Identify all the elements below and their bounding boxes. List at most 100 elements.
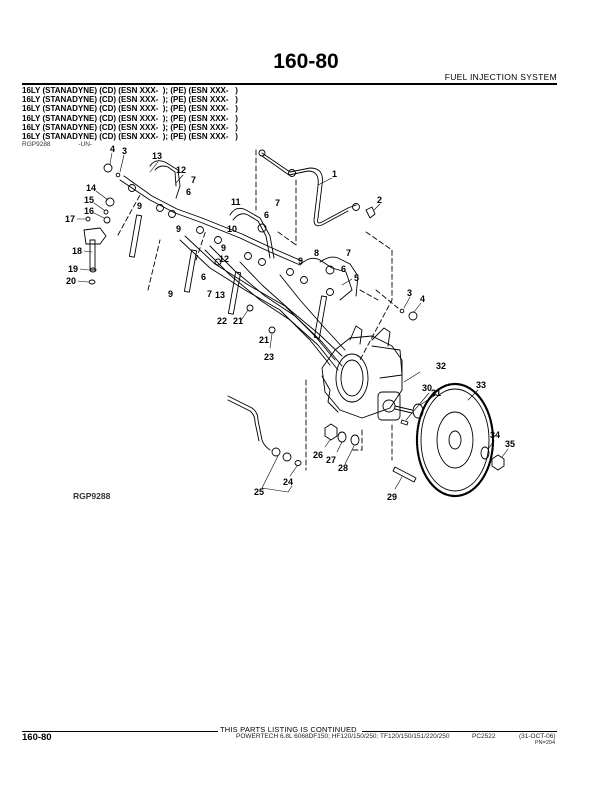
callout-26: 26 xyxy=(313,450,323,460)
fitting-14 xyxy=(105,197,115,207)
nozzle-body xyxy=(83,227,107,245)
pipe-11 xyxy=(229,207,275,259)
leader-line xyxy=(119,154,125,173)
pipe-11-b xyxy=(232,213,271,259)
alignment-line xyxy=(375,289,399,309)
callout-6: 6 xyxy=(186,187,191,197)
fuel-line-25 xyxy=(227,395,271,451)
leader-line xyxy=(317,177,333,186)
screw-17 xyxy=(85,216,91,222)
callout-7: 7 xyxy=(275,198,280,208)
injector xyxy=(227,271,242,315)
pipe-13 xyxy=(119,179,301,266)
figure-ref-id: RGP9288 xyxy=(22,141,51,148)
leader-line xyxy=(239,309,249,323)
callout-9: 9 xyxy=(298,256,303,266)
fitting xyxy=(258,149,266,157)
callout-32: 32 xyxy=(436,361,446,371)
alignment-line xyxy=(147,239,161,291)
clamp xyxy=(325,265,335,275)
stud-29 xyxy=(392,466,417,483)
pipe-12 xyxy=(149,160,181,199)
callout-13: 13 xyxy=(215,290,225,300)
leader-line xyxy=(261,455,293,493)
pipe-bundle xyxy=(209,245,343,367)
nut-4b xyxy=(408,311,418,321)
washer-28 xyxy=(350,434,360,446)
pipe-bundle xyxy=(239,261,343,357)
fitting xyxy=(288,169,296,177)
pipe-bundle xyxy=(184,235,336,361)
leader-line xyxy=(77,280,89,283)
leader-line xyxy=(394,476,403,490)
applicability-line: 16LY (STANADYNE) (CD) (ESN XXX- ); (PE) … xyxy=(22,86,238,95)
clamp-2 xyxy=(365,206,376,219)
pipe-bundle xyxy=(204,249,339,371)
callout-9: 9 xyxy=(137,201,142,211)
fitting xyxy=(300,276,308,284)
callout-4: 4 xyxy=(420,294,425,304)
clamp-21 xyxy=(246,304,254,312)
leader-line xyxy=(373,203,381,211)
applicability-line: 16LY (STANADYNE) (CD) (ESN XXX- ); (PE) … xyxy=(22,132,238,142)
callout-21: 21 xyxy=(233,316,243,326)
callout-9: 9 xyxy=(168,289,173,299)
callout-21: 21 xyxy=(259,335,269,345)
fitting xyxy=(286,268,294,276)
footer-pn: PN=204 xyxy=(535,740,556,746)
header-rule xyxy=(22,83,557,85)
callout-6: 6 xyxy=(341,264,346,274)
alignment-line xyxy=(359,231,393,361)
callout-9: 9 xyxy=(221,243,226,253)
leader-line xyxy=(289,465,298,477)
page-number: 160-80 xyxy=(273,50,339,73)
fitting xyxy=(168,210,176,218)
leader-line xyxy=(79,268,90,271)
pipe-bundle xyxy=(279,274,346,351)
callout-10: 10 xyxy=(227,224,237,234)
leader-line xyxy=(419,393,438,406)
leader-line xyxy=(93,212,105,219)
leader-line xyxy=(487,440,495,450)
callout-33: 33 xyxy=(476,380,486,390)
callout-30: 30 xyxy=(422,383,432,393)
leader-line xyxy=(403,296,411,309)
leader-line xyxy=(175,174,184,184)
seal-24 xyxy=(294,460,302,466)
callout-7: 7 xyxy=(346,248,351,258)
nozzle-18 xyxy=(89,239,96,271)
leader-line xyxy=(403,371,421,383)
washer-3b xyxy=(399,308,405,314)
key-30 xyxy=(400,419,409,426)
ring-15 xyxy=(103,209,109,215)
pipe-bundle xyxy=(179,239,331,366)
leader-line xyxy=(109,152,113,165)
alignment-line xyxy=(349,429,363,451)
section-title: FUEL INJECTION SYSTEM xyxy=(444,72,557,82)
callout-6: 6 xyxy=(201,272,206,282)
pipe-12-b xyxy=(154,165,177,187)
callout-7: 7 xyxy=(207,289,212,299)
washer-19 xyxy=(89,267,97,273)
fitting-4 xyxy=(103,163,113,173)
callout-23: 23 xyxy=(264,352,274,362)
callout-16: 16 xyxy=(84,206,94,216)
alignment-line xyxy=(195,229,207,261)
footer-model-line: POWERTECH 6.8L 6068DF150; HF120/150/250;… xyxy=(236,733,450,740)
nut-26 xyxy=(324,423,338,441)
leader-line xyxy=(149,161,159,173)
callout-29: 29 xyxy=(387,492,397,502)
callout-8: 8 xyxy=(314,248,319,258)
callout-labels: 1 2 3 4 3 4 5 6 7 6 7 6 7 6 7 8 9 9 9 9 … xyxy=(65,144,515,502)
alignment-line xyxy=(359,289,379,301)
alignment-line xyxy=(277,231,297,246)
callout-17: 17 xyxy=(65,214,75,224)
injection-pump xyxy=(321,325,413,421)
fitting-25b xyxy=(282,452,292,462)
figure-reference: RGP9288 -UN- xyxy=(22,141,118,148)
leader-line xyxy=(341,278,353,286)
fitting-25 xyxy=(271,447,281,457)
injector xyxy=(313,295,328,339)
callout-19: 19 xyxy=(68,264,78,274)
nut-35 xyxy=(491,454,505,471)
